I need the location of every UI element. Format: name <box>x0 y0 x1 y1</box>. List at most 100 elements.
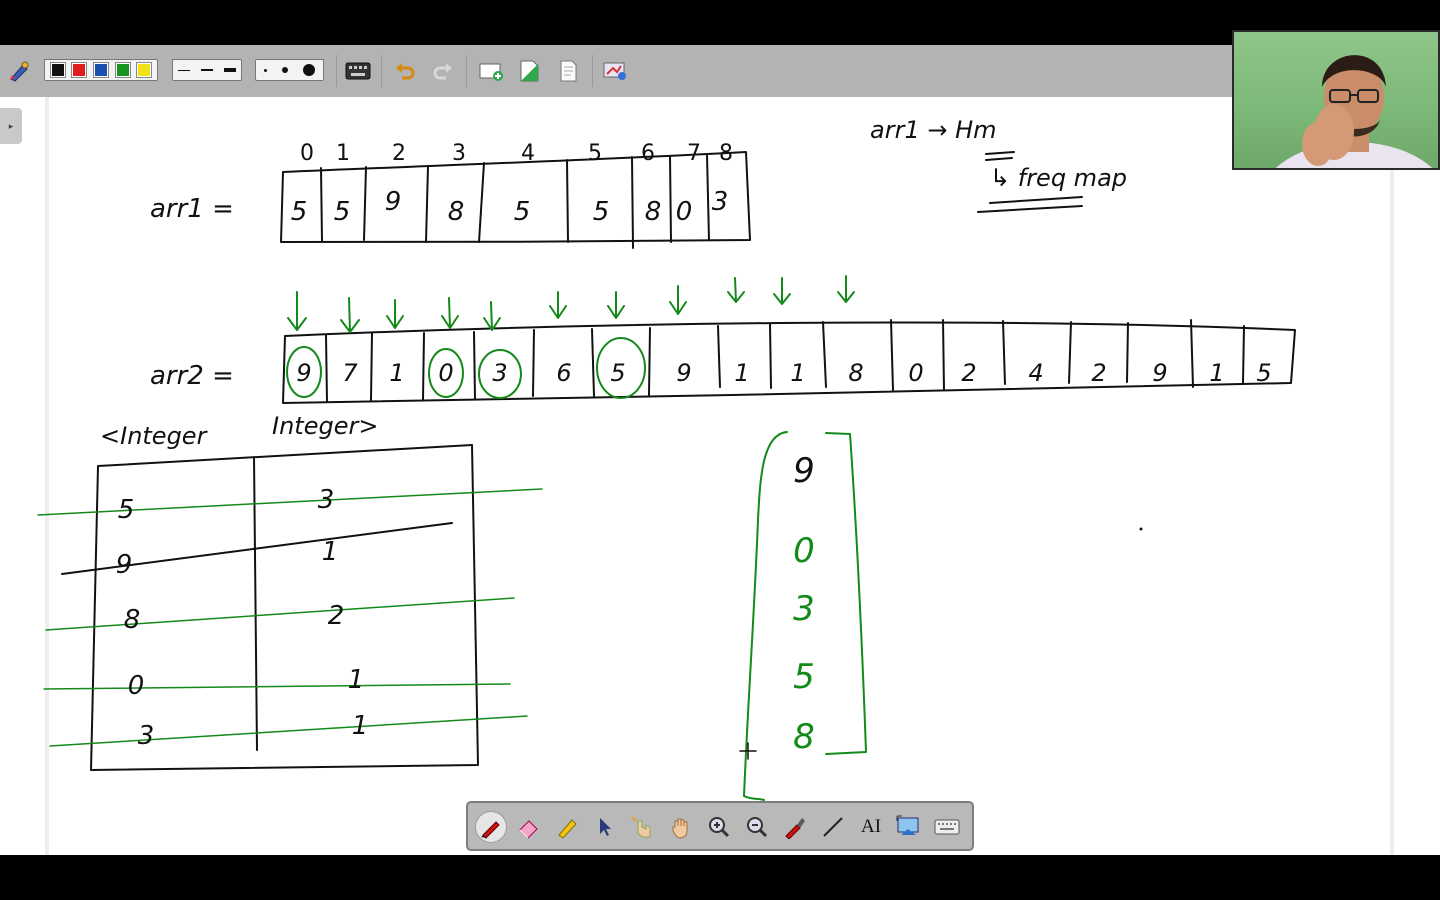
arr2-box <box>282 319 1296 404</box>
result-value: 0 <box>793 531 815 571</box>
note-line1: arr1 → Hm <box>870 116 997 144</box>
color-picker-tool[interactable] <box>779 811 811 843</box>
arr1-index: 4 <box>521 141 535 166</box>
redo-icon[interactable] <box>430 58 456 84</box>
map-value-column: 3 1 2 1 1 <box>318 485 369 741</box>
highlighter-tool[interactable] <box>551 811 583 843</box>
side-panel-toggle[interactable]: ▸ <box>0 108 22 144</box>
cursor-cross <box>739 742 757 760</box>
line-width-medium[interactable] <box>200 69 213 71</box>
page-margin-right <box>1390 97 1394 855</box>
line-tool[interactable] <box>817 811 849 843</box>
arr2-value: 9 <box>1152 359 1167 387</box>
arr1-value: 8 <box>645 197 662 227</box>
color-swatch-black[interactable] <box>50 63 65 77</box>
arr1-index: 8 <box>719 141 733 166</box>
arr2-value: 9 <box>676 359 691 387</box>
map-value: 2 <box>328 601 345 631</box>
arr1-index: 5 <box>588 141 602 166</box>
toolbar-separator <box>592 55 593 87</box>
eraser-tool[interactable] <box>513 811 545 843</box>
page-icon[interactable] <box>555 58 581 84</box>
arr1-value: 9 <box>385 187 402 217</box>
arr1-value: 5 <box>593 197 610 227</box>
pan-hand-tool[interactable] <box>665 811 697 843</box>
keyboard-icon[interactable] <box>343 58 373 84</box>
arr1-label: arr1 = <box>150 194 234 224</box>
toolbar-separator <box>381 55 382 87</box>
arr2-value: 3 <box>492 359 507 387</box>
arr2-value: 5 <box>1256 359 1271 387</box>
freq-map-table <box>61 444 479 771</box>
pointer-tool[interactable] <box>589 811 621 843</box>
color-swatch-blue[interactable] <box>93 63 108 77</box>
line-width-thin[interactable] <box>178 69 191 71</box>
toolbar-separator <box>336 55 337 87</box>
strike-lines <box>37 488 543 747</box>
arr1-index: 3 <box>452 141 466 166</box>
arr2-value: 1 <box>734 359 749 387</box>
add-page-icon[interactable] <box>477 58 505 84</box>
map-header-left: <Integer <box>100 422 209 450</box>
insert-page-icon[interactable] <box>516 58 542 84</box>
undo-icon[interactable] <box>392 58 418 84</box>
screen-capture-icon[interactable] <box>601 58 629 84</box>
map-key: 3 <box>138 721 155 751</box>
note-line2: ↳ freq map <box>990 164 1127 192</box>
arr2-value: 0 <box>908 359 923 387</box>
point-size-small[interactable] <box>263 68 267 72</box>
result-bracket <box>743 431 867 801</box>
arr1-value: 0 <box>676 197 693 227</box>
text-tool[interactable]: AI <box>860 816 882 837</box>
map-key: 9 <box>116 550 133 580</box>
whiteboard-canvas[interactable] <box>0 97 1440 855</box>
arr1-index: 0 <box>300 141 314 166</box>
map-key: 0 <box>128 671 145 701</box>
arr2-value: 7 <box>342 359 358 387</box>
arr1-index: 6 <box>641 141 655 166</box>
map-value: 1 <box>322 537 339 567</box>
arr1-value: 8 <box>448 197 465 227</box>
arr1-value: 5 <box>514 197 531 227</box>
arr2-value: 4 <box>1028 359 1043 387</box>
screenshot-tool[interactable] <box>893 811 925 843</box>
color-swatch-green[interactable] <box>115 63 130 77</box>
map-key: 5 <box>118 495 135 525</box>
arr1-index: 2 <box>392 141 406 166</box>
point-size-medium[interactable] <box>281 67 288 73</box>
line-width-thick[interactable] <box>223 68 236 72</box>
arr2-arrows <box>287 275 855 333</box>
arr2-value: 8 <box>848 359 863 387</box>
map-header-right: Integer> <box>272 412 378 440</box>
arr2-value: 0 <box>438 359 453 387</box>
keyboard-tool[interactable] <box>931 811 963 843</box>
zoom-in-tool[interactable] <box>703 811 735 843</box>
map-value: 1 <box>352 711 369 741</box>
point-size-large[interactable] <box>303 64 316 76</box>
pen-settings-icon[interactable] <box>6 57 32 85</box>
drawing-tools-bar: AI <box>466 801 974 851</box>
zoom-out-tool[interactable] <box>741 811 773 843</box>
arr1-value: 5 <box>334 197 351 227</box>
map-key: 8 <box>124 605 141 635</box>
map-key-column: 5 9 8 0 3 <box>116 495 155 751</box>
point-size-group <box>255 59 324 81</box>
laser-pointer-tool[interactable] <box>627 811 659 843</box>
line-width-group <box>172 59 242 81</box>
arr2-value: 1 <box>790 359 805 387</box>
result-value: 9 <box>793 451 815 491</box>
note-underlines <box>977 151 1083 213</box>
map-value: 3 <box>318 485 335 515</box>
color-swatch-red[interactable] <box>72 63 87 77</box>
map-value: 1 <box>348 665 365 695</box>
toolbar-separator <box>466 55 467 87</box>
pen-tool[interactable] <box>475 811 507 843</box>
webcam-video[interactable] <box>1232 30 1440 170</box>
arr2-value: 9 <box>296 359 311 387</box>
arr1-box <box>280 151 751 249</box>
color-swatch-yellow[interactable] <box>137 63 152 77</box>
